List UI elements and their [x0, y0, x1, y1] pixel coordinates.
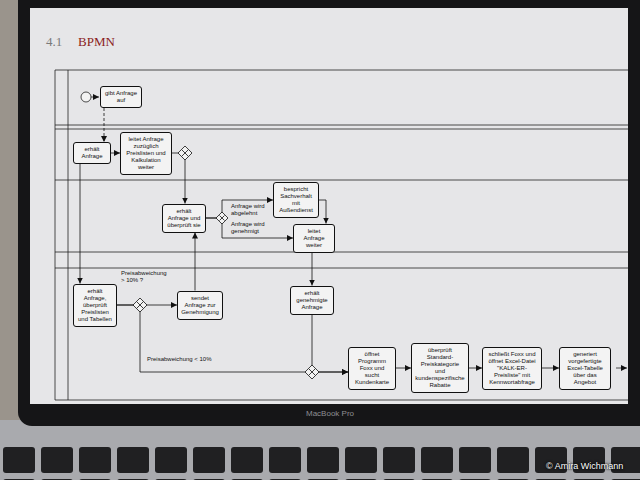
process-box: erhält Anfrage — [73, 142, 111, 164]
task-text: erhält Anfrage und überprüft sie — [166, 208, 202, 229]
gateway-x — [182, 150, 188, 156]
sequence-flow — [80, 164, 81, 284]
process-box: öffnet Programm Foxx und sucht Kundenkar… — [348, 347, 396, 390]
gateway-x — [220, 216, 225, 221]
pool-border — [55, 400, 628, 401]
sequence-flow — [312, 315, 348, 373]
task-text: leitet Anfrage weiter — [297, 228, 331, 249]
flow-condition: Preisabweichung < 10% — [146, 356, 216, 363]
task-text: sendet Anfrage zur Genehmigung — [181, 295, 219, 316]
lane-line — [55, 129, 628, 130]
sequence-flow — [117, 305, 348, 372]
sequence-flow — [195, 233, 196, 291]
task-text: überprüft Standard-Preiskategorie und ku… — [415, 347, 465, 389]
process-box: leitet Anfrage zuzüglich Preislisten und… — [120, 132, 172, 175]
message-flow — [104, 108, 105, 142]
task-text: leitet Anfrage zuzüglich Preislisten und… — [124, 136, 168, 171]
lane-line — [55, 252, 628, 253]
process-box: sendet Anfrage zur Genehmigung — [177, 291, 223, 320]
process-box: erhält Anfrage, überprüft Preislisten un… — [73, 284, 117, 327]
lane-line — [55, 125, 628, 126]
sequence-flow — [616, 368, 627, 369]
section-number: 4.1 — [46, 34, 62, 50]
lane-line — [55, 180, 628, 181]
process-box: gibt Anfrage auf — [100, 86, 142, 108]
task-text: gibt Anfrage auf — [104, 90, 138, 104]
section-heading: BPMN — [78, 34, 115, 50]
task-text: schließt Foxx und öffnet Excel-Datei "KA… — [486, 351, 538, 386]
pool-border — [55, 70, 628, 71]
process-box: schließt Foxx und öffnet Excel-Datei "KA… — [482, 347, 542, 390]
exclusive-gateway — [216, 212, 228, 224]
sequence-flow — [319, 200, 326, 224]
process-box: generiert vorgefertigte Excel-Tabelle üb… — [559, 347, 611, 390]
sequence-flow — [469, 368, 482, 369]
process-box: erhält Anfrage und überprüft sie — [162, 204, 206, 233]
sequence-flow — [111, 153, 120, 154]
brand-label: MacBook Pro — [306, 409, 354, 418]
task-text: erhält Anfrage — [77, 146, 107, 160]
task-text: erhält Anfrage, überprüft Preislisten un… — [77, 288, 113, 323]
process-box: erhält genehmigte Anfrage — [290, 286, 334, 315]
flow-condition: Anfrage wird abgelehnt — [230, 203, 270, 217]
pool-border — [55, 70, 56, 400]
screen — [30, 8, 628, 404]
screen-bezel — [18, 0, 640, 426]
sequence-flow — [91, 97, 99, 98]
sequence-flow — [312, 253, 313, 286]
task-text: öffnet Programm Foxx und sucht Kundenkar… — [352, 351, 392, 386]
flow-condition: Preisabweichung > 10% ? — [120, 270, 172, 284]
exclusive-gateway — [178, 146, 192, 160]
task-text: generiert vorgefertigte Excel-Tabelle üb… — [563, 351, 607, 386]
exclusive-gateway — [305, 365, 319, 379]
flow-condition: Anfrage wird genehmigt — [230, 221, 270, 235]
process-box: überprüft Standard-Preiskategorie und ku… — [411, 343, 469, 393]
lane-header-line — [68, 70, 69, 400]
task-text: erhält genehmigte Anfrage — [294, 290, 330, 311]
process-box: bespricht Sachverhalt mit Außendienst — [273, 182, 319, 218]
gateway-x — [309, 369, 315, 375]
keyboard — [0, 444, 640, 480]
task-text: bespricht Sachverhalt mit Außendienst — [277, 186, 315, 214]
gateway-x — [137, 302, 143, 308]
copyright-note: © Amira Wichmann — [546, 461, 623, 471]
laptop-deck — [0, 420, 640, 480]
sequence-flow — [396, 368, 411, 369]
process-box: leitet Anfrage weiter — [293, 224, 335, 253]
exclusive-gateway — [133, 298, 147, 312]
lane-line — [55, 268, 628, 269]
start-event — [81, 92, 91, 102]
sequence-flow — [542, 368, 559, 369]
sequence-flow — [172, 153, 185, 204]
sequence-flow — [206, 200, 273, 218]
